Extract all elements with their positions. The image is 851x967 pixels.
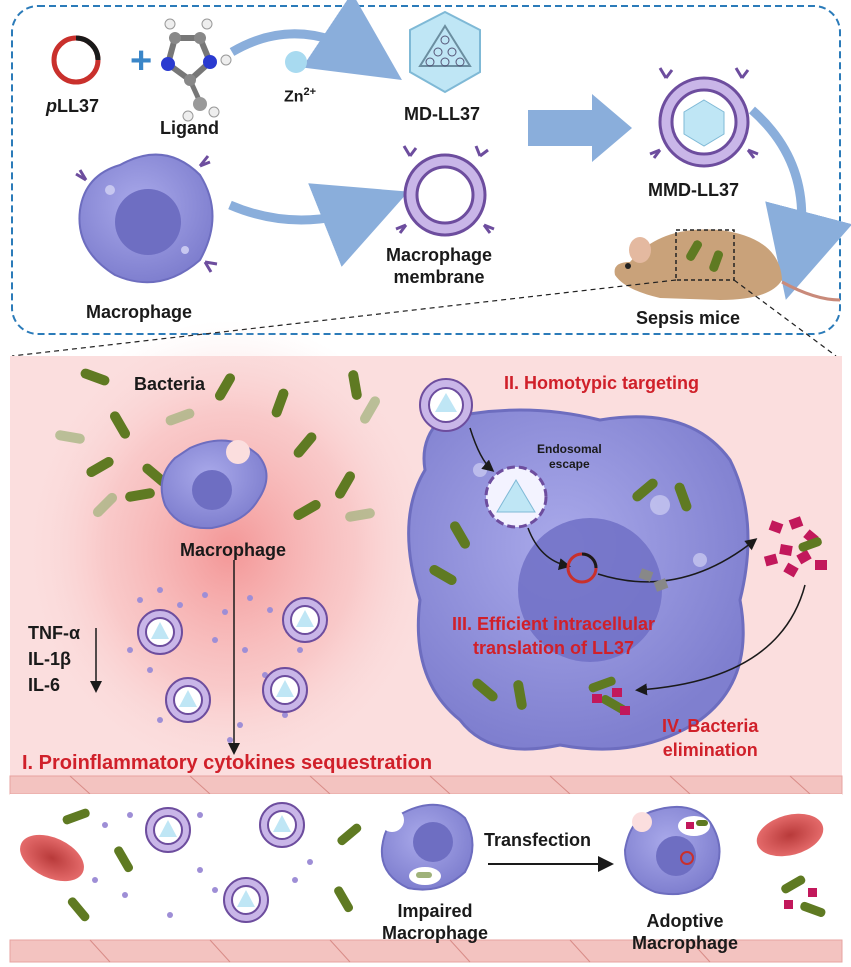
- plus-sign: +: [130, 40, 152, 82]
- adoptive-macrophage-icon: [623, 805, 721, 896]
- intracellular-bacteria: [429, 478, 692, 710]
- eliminated-bacteria-cluster: [588, 676, 630, 715]
- macrophage-cell-icon: [75, 153, 218, 284]
- step1-cytokine-sequestration: I. Proinflammatory cytokines sequestrati…: [22, 752, 433, 774]
- red-blood-cell: [756, 813, 824, 857]
- membrane-label-line2: membrane: [393, 267, 485, 287]
- plasmid-icon: [51, 35, 101, 85]
- endosomal-line2: escape: [548, 457, 590, 471]
- arrow-to-mice: [749, 106, 851, 300]
- md-ll37-crystal-icon: [409, 10, 481, 94]
- plasmid-label-prefix: p: [46, 96, 57, 116]
- membrane-label-line1: Macrophage: [386, 245, 493, 265]
- cytokine-il6: IL-6: [28, 675, 61, 695]
- plasmid-label-suffix: LL37: [57, 96, 100, 116]
- step2-homotypic-targeting: II. Homotypic targeting: [504, 373, 700, 393]
- impaired-line2: Macrophage: [382, 923, 489, 943]
- step3-line1: III. Efficient intracellular: [452, 614, 656, 634]
- impaired-macrophage-label: Impaired Macrophage: [382, 900, 488, 944]
- vessel-wall-bottom: [9, 939, 843, 963]
- blood-mmd-particle: [223, 877, 269, 923]
- zinc-ion-charge: 2+: [303, 86, 317, 98]
- step4-line2: elimination: [662, 740, 758, 760]
- ligand-molecule-icon: [161, 18, 232, 122]
- faded-bacteria: [55, 396, 380, 522]
- plasmid-label: pLL37: [46, 96, 99, 117]
- arrow-to-membrane: [228, 183, 409, 267]
- cytokine-tnf: TNF-α: [28, 623, 81, 643]
- blood-cytokines: [92, 812, 313, 918]
- blood-bacteria: [62, 808, 362, 922]
- sepsis-mice-label: Sepsis mice: [636, 308, 741, 328]
- zinc-ion-label: Zn2+: [284, 86, 316, 106]
- bacteria-debris: [781, 875, 826, 918]
- macrophage-engulfing-icon: [160, 439, 268, 530]
- ligand-label: Ligand: [160, 118, 219, 138]
- bacteria-cluster: [80, 368, 362, 520]
- blood-mmd-particle: [259, 802, 305, 848]
- cytokine-il1b: IL-1β: [28, 649, 71, 669]
- mmd-particle-1: [137, 609, 183, 655]
- adoptive-line1: Adoptive: [646, 911, 724, 931]
- nuclear-plasmid-icon: [566, 552, 598, 584]
- transfection-label: Transfection: [484, 830, 592, 850]
- top-macrophage-label: Macrophage: [86, 302, 193, 322]
- middle-macrophage-label: Macrophage: [180, 540, 287, 560]
- membrane-label: Macrophage membrane: [386, 244, 492, 288]
- endosomal-escape-label: Endosomal escape: [537, 442, 602, 472]
- incoming-mmd-particle: [419, 378, 473, 432]
- step3-line2: translation of LL37: [473, 638, 635, 658]
- vessel-wall-top: [9, 775, 843, 795]
- mmd-particle-4: [262, 667, 308, 713]
- red-blood-cell: [20, 834, 84, 882]
- cytokine-list: TNF-α IL-1β IL-6: [28, 620, 80, 698]
- step4-line1: IV. Bacteria: [662, 716, 759, 736]
- arrow-to-mmd: [528, 94, 632, 162]
- endosome-icon: [484, 465, 548, 529]
- step3-translation: III. Efficient intracellular translation…: [452, 612, 655, 660]
- gray-fragments: [638, 568, 669, 592]
- endosomal-line1: Endosomal: [537, 442, 602, 456]
- mmd-particle-2: [282, 597, 328, 643]
- arrow-to-md: [229, 0, 402, 80]
- impaired-line1: Impaired: [397, 901, 473, 921]
- zinc-ion-icon: [285, 51, 307, 73]
- ll37-peptide-cluster: [763, 516, 827, 578]
- adoptive-line2: Macrophage: [632, 933, 739, 953]
- impaired-macrophage-icon: [380, 803, 474, 891]
- zinc-ion-symbol: Zn: [284, 88, 304, 106]
- mmd-ll37-label: MMD-LL37: [648, 180, 739, 200]
- bacteria-label: Bacteria: [134, 374, 206, 394]
- cytokine-particles: [127, 587, 303, 743]
- adoptive-macrophage-label: Adoptive Macrophage: [632, 910, 738, 954]
- mmd-particle-3: [165, 677, 211, 723]
- blood-mmd-particle: [145, 807, 191, 853]
- mmd-ll37-nanoparticle-icon: [649, 67, 759, 168]
- step4-elimination: IV. Bacteria elimination: [662, 714, 758, 762]
- md-ll37-label: MD-LL37: [404, 104, 480, 124]
- membrane-vesicle-icon: [395, 145, 495, 237]
